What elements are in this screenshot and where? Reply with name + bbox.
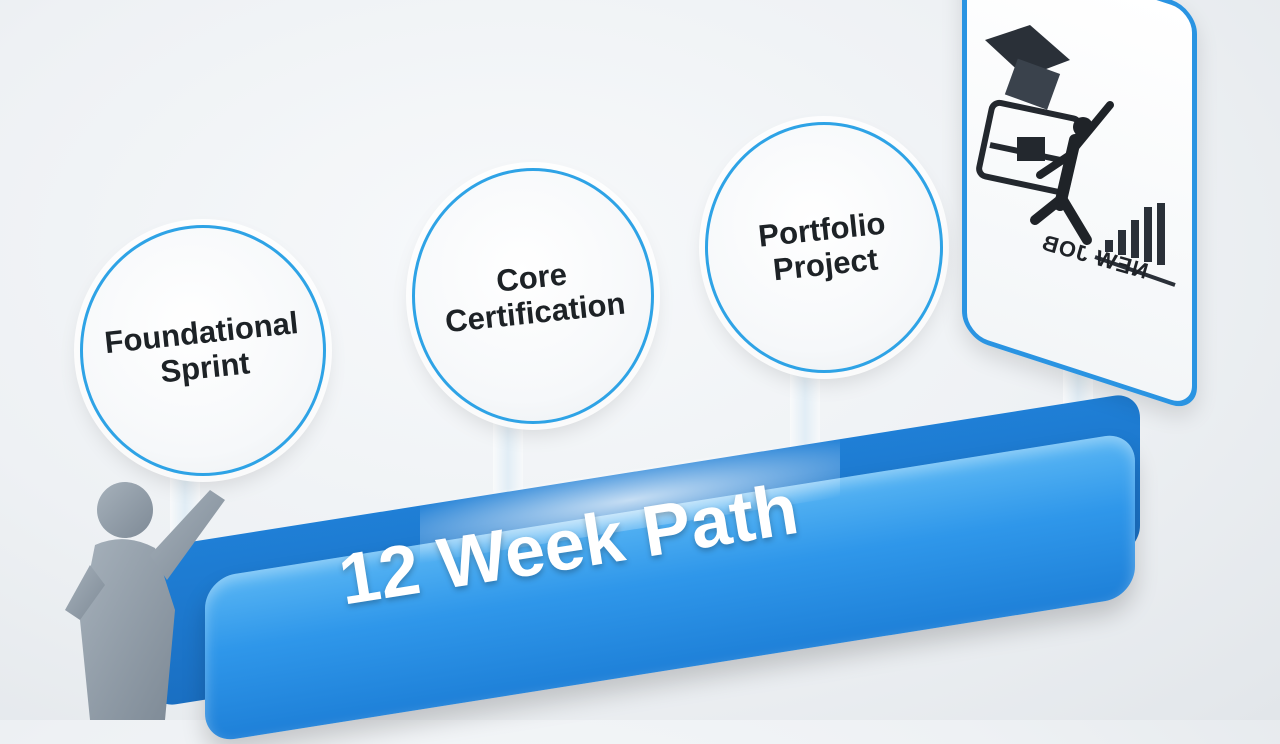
celebrating-person-icon — [1030, 101, 1114, 245]
step-sign-foundational: Foundational Sprint — [80, 225, 326, 476]
sign-stem-3 — [790, 360, 820, 455]
scene: 12 Week Path Foundational Sprint Core Ce… — [65, 0, 1197, 744]
step-sign-certification: Core Certification — [412, 168, 654, 424]
step-label: Core Certification — [442, 256, 627, 340]
step-label: Portfolio Project — [756, 205, 888, 287]
step-label: Foundational Sprint — [102, 304, 300, 389]
graduation-cap-icon — [985, 25, 1070, 110]
sign-stem-2 — [493, 415, 523, 495]
bar-chart-icon — [1094, 203, 1176, 287]
step-sign-portfolio: Portfolio Project — [705, 122, 943, 373]
job-card-illustration — [976, 25, 1176, 287]
person-figure — [65, 482, 225, 720]
